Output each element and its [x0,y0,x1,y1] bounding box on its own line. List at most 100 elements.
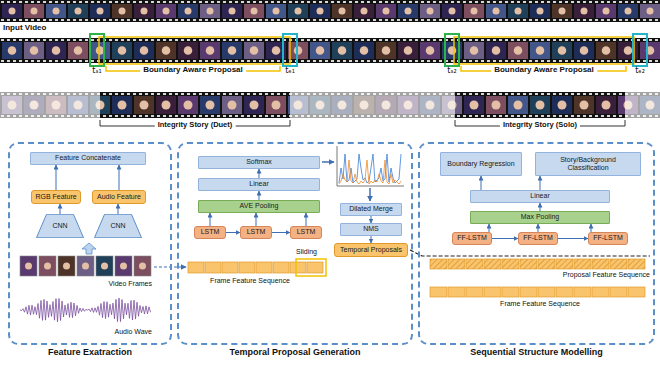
box-label: CNN [110,222,125,230]
sprocket-hole [421,19,424,21]
sprocket-hole [571,60,574,62]
sprocket-hole [193,1,196,3]
video-frame [376,4,396,18]
sprocket-hole [469,115,472,117]
sprocket-hole [523,93,526,95]
video-frame [618,42,638,59]
sprocket-hole [7,39,10,41]
sprocket-hole [529,19,532,21]
sprocket-hole [187,93,190,95]
video-frame [112,4,132,18]
box-label: LSTM [297,228,316,236]
sprocket-hole [409,1,412,3]
film-base [0,92,660,118]
video-frame [24,42,44,59]
score-curve [339,154,401,183]
process-box: Linear [198,178,320,191]
sprocket-hole [523,1,526,3]
sprocket-hole [565,1,568,3]
sprocket-hole [619,60,622,62]
sprocket-hole [115,19,118,21]
sprocket-hole [439,39,442,41]
feature-block [448,287,465,297]
performer-figure [492,46,501,55]
performer-figure [97,8,104,15]
feature-block [290,262,306,273]
connector-arrow [558,238,588,239]
sprocket-hole [643,19,646,21]
sprocket-hole [229,19,232,21]
sprocket-hole [505,1,508,3]
sprocket-hole [283,19,286,21]
sprocket-hole [469,60,472,62]
performer-figure [624,46,633,55]
sprocket-hole [271,93,274,95]
sprocket-hole [331,39,334,41]
sprocket-hole [571,115,574,117]
sprocket-hole [511,60,514,62]
boundary-box [633,34,647,66]
process-box: Story/Background Classification [535,152,641,176]
sprocket-hole [619,19,622,21]
sprocket-hole [73,39,76,41]
sprocket-hole [103,1,106,3]
sprocket-hole [31,1,34,3]
performer-figure [141,8,148,15]
sprocket-hole [547,1,550,3]
sprocket-hole [583,115,586,117]
proposal-feature-block [538,259,555,269]
sprocket-hole [283,93,286,95]
sprocket-hole [379,19,382,21]
sprocket-hole [637,19,640,21]
sprocket-hole [373,1,376,3]
sprocket-hole [607,93,610,95]
sprocket-hole [619,93,622,95]
sprocket-hole [553,115,556,117]
sprocket-hole [223,1,226,3]
sprocket-hole [619,1,622,3]
performer-figure [272,46,281,55]
sprocket-hole [19,1,22,3]
sprocket-hole [103,93,106,95]
sprocket-hole [445,19,448,21]
performer-figure [581,8,588,15]
sprocket-hole [385,19,388,21]
sprocket-hole [613,19,616,21]
sprocket-hole [229,93,232,95]
sprocket-hole [421,39,424,41]
sprocket-hole [199,39,202,41]
sprocket-hole [577,19,580,21]
sprocket-hole [367,60,370,62]
sprocket-hole [595,93,598,95]
video-frame [596,96,616,114]
annotation-label: Boundary Aware Proposal [140,66,246,75]
video-frame [310,42,330,59]
connector-arrow [481,176,482,190]
video-frame [222,4,242,18]
annotation-label: Proposal Feature Sequence [563,271,650,279]
sprocket-hole [133,19,136,21]
sprocket-hole [367,19,370,21]
sprocket-hole [577,39,580,41]
sprocket-hole [493,19,496,21]
sprocket-hole [247,1,250,3]
video-frame [156,42,176,59]
box-label: CNN [52,222,67,230]
sprocket-hole [463,60,466,62]
sprocket-hole [259,1,262,3]
sprocket-hole [355,39,358,41]
sprocket-hole [397,1,400,3]
video-frame [552,42,572,59]
sprocket-hole [313,60,316,62]
video-frame [354,4,374,18]
sprocket-hole [115,115,118,117]
sprocket-hole [601,1,604,3]
sprocket-hole [193,19,196,21]
video-frame [354,42,374,59]
sprocket-hole [121,19,124,21]
sprocket-hole [559,115,562,117]
sprocket-hole [241,60,244,62]
sprocket-hole [301,19,304,21]
performer-figure [558,101,567,110]
